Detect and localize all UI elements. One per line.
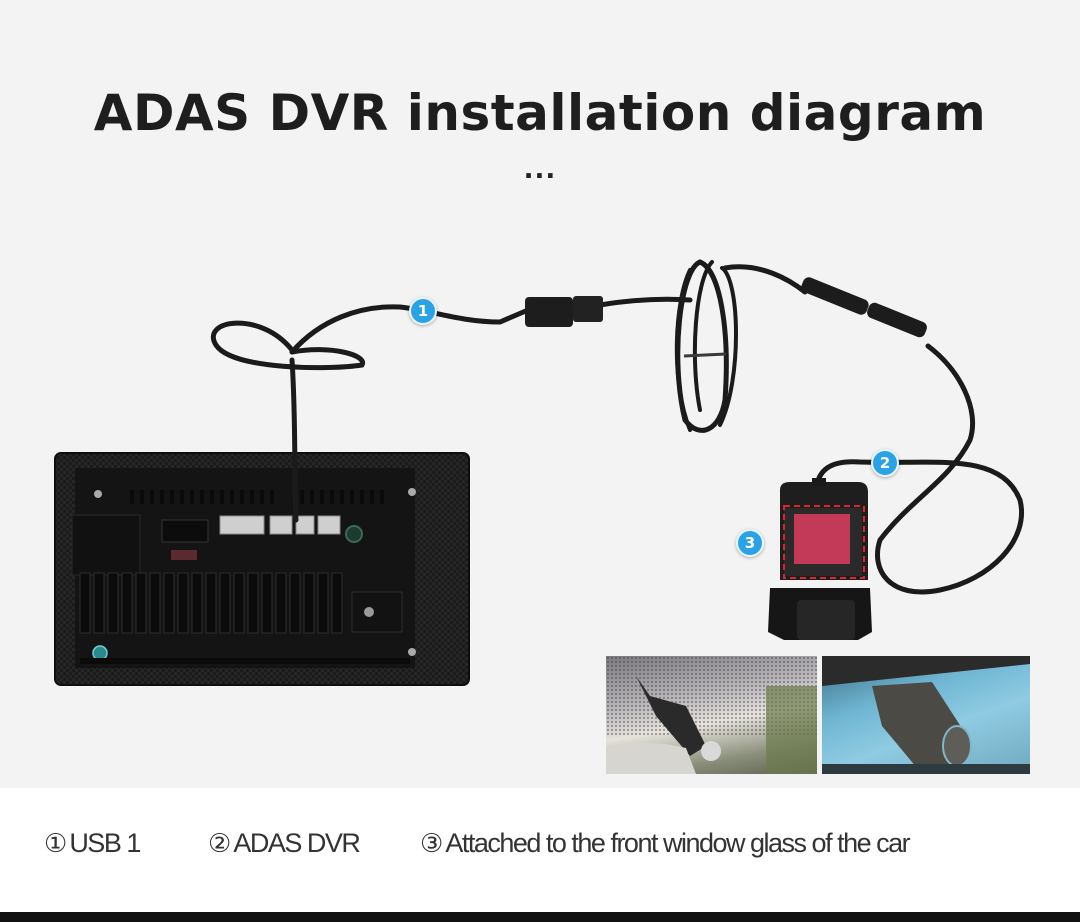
callout-badge-2: 2 <box>871 449 899 477</box>
legend-item-usb: ①USB 1 <box>44 828 141 859</box>
legend-number-2: ② <box>208 829 232 859</box>
wiring-illustration <box>54 259 1024 686</box>
dvr-mounted-windshield-photo-2 <box>822 656 1030 774</box>
dvr-mounted-windshield-photo-1 <box>606 656 817 774</box>
legend: ①USB 1 ②ADAS DVR ③Attached to the front … <box>0 828 1080 868</box>
adas-dvr-camera <box>768 478 872 640</box>
installation-diagram: ADAS DVR installation diagram ... <box>54 84 1030 774</box>
legend-label-usb: USB 1 <box>69 828 141 858</box>
legend-band <box>0 788 1080 912</box>
legend-item-windshield-mount: ③Attached to the front window glass of t… <box>420 828 911 859</box>
title-ellipsis: ... <box>523 155 557 185</box>
bottom-border <box>0 912 1080 922</box>
legend-number-1: ① <box>44 829 68 859</box>
car-stereo-head-unit <box>54 452 470 686</box>
page-title: ADAS DVR installation diagram <box>93 84 987 142</box>
legend-label-windshield-mount: Attached to the front window glass of th… <box>445 828 910 858</box>
legend-number-3: ③ <box>420 829 444 859</box>
legend-item-adas-dvr: ②ADAS DVR <box>208 828 361 859</box>
callout-badge-1: 1 <box>409 297 437 325</box>
legend-label-adas-dvr: ADAS DVR <box>233 828 361 858</box>
callout-badge-3: 3 <box>736 529 764 557</box>
